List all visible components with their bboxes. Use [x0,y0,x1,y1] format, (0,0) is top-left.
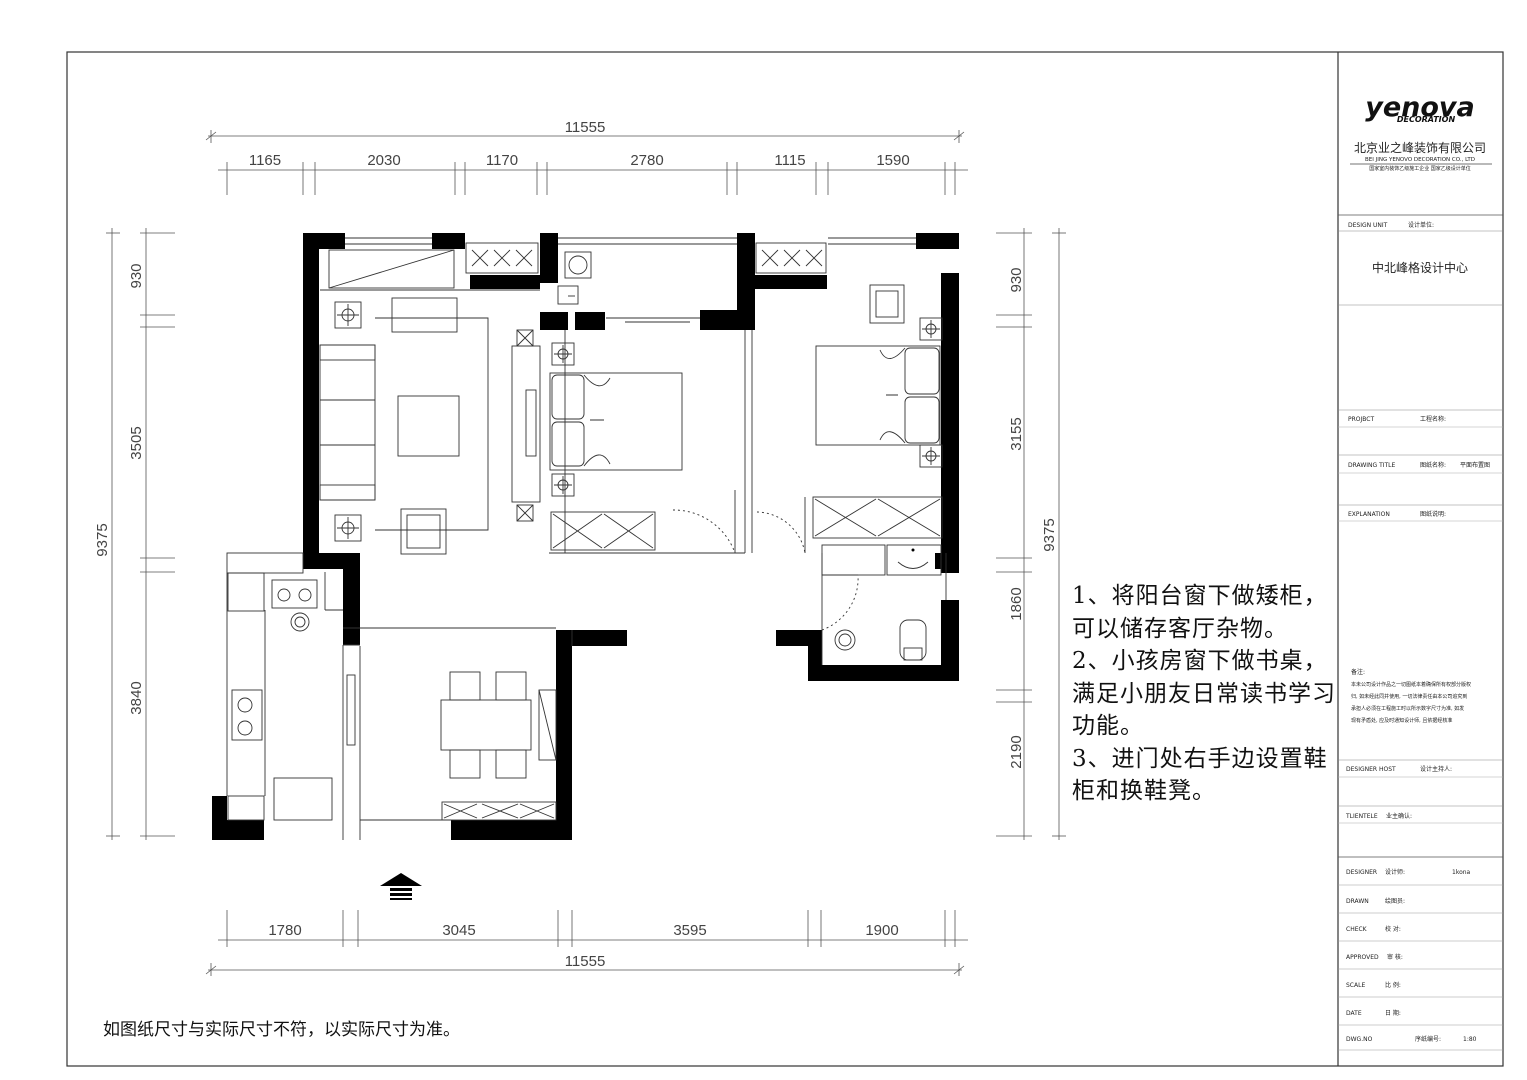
designer-host-label: DESIGNER HOST [1346,766,1396,773]
dim-top: 1165 [249,152,281,169]
dim-left: 3840 [128,681,145,714]
dwg-cn: 序纸编号: [1415,1035,1441,1043]
company-name-cn: 北京业之峰装饰有限公司 [1354,141,1486,155]
client-cn: 业主确认: [1386,812,1412,820]
design-note: 3、进门处右手边设置鞋柜和换鞋凳。 [1072,745,1328,805]
dim-bottom: 1900 [865,922,898,939]
dimension-lines [106,130,1066,976]
footnote: 如图纸尺寸与实际尺寸不符，以实际尺寸为准。 [103,1020,460,1040]
drawing-title-cn: 图纸名称: [1420,461,1446,469]
drawn-cn: 绘图员: [1385,897,1405,905]
logo-sub: DECORATION [1397,115,1456,124]
dim-top: 1115 [774,152,805,169]
dim-right-total: 9375 [1041,518,1058,551]
explanation-cn: 图纸说明: [1420,510,1446,518]
explanation-label: EXPLANATION [1348,511,1390,518]
drawn-label: DRAWN [1346,898,1369,905]
designer-label: DESIGNER [1346,869,1377,876]
dim-top: 1170 [486,152,518,169]
company-name-en: BEI JING YENOVO DECORATION CO., LTD [1365,157,1475,163]
bathroom-fixtures [911,548,915,552]
title-block: yenova DECORATION 北京业之峰装饰有限公司 BEI JING Y… [1338,92,1503,1051]
dim-bottom: 1780 [268,922,301,939]
date-label: DATE [1346,1010,1362,1017]
dim-right: 1860 [1008,587,1025,620]
dim-left-total: 9375 [94,523,111,556]
approved-label: APPROVED [1346,954,1379,961]
dimension-labels: 11555 1165 2030 1170 2780 1115 1590 1780… [94,119,1058,970]
logo-main: yenova [1365,92,1475,123]
entrance-arrow-icon [380,873,422,900]
drawing-title-value: 平面布置图 [1460,461,1490,469]
dim-top: 2030 [367,152,400,169]
dwg-value: 1:80 [1463,1036,1477,1043]
design-notes: 1、将阳台窗下做矮柜，可以储存客厅杂物。 2、小孩房窗下做书桌，满足小朋友日常读… [1072,580,1347,808]
dim-bottom: 3045 [442,922,475,939]
drawing-title-label: DRAWING TITLE [1348,462,1396,469]
remarks-line: 现有矛盾处, 应及时通知设计师, 且依据经核准 [1351,717,1452,724]
design-unit-label: DESIGN UNIT [1348,222,1388,229]
dim-bottom: 3595 [673,922,706,939]
designer-value: 1kona [1452,869,1471,876]
drawing-frame [66,51,1504,1067]
design-unit-value: 中北峰格设计中心 [1372,260,1468,275]
dim-top-total: 11555 [565,119,606,136]
approved-cn: 审 核: [1387,953,1403,961]
scale-cn: 比 例: [1385,981,1401,989]
remarks-line: 承担人必须在工程施工时以所示数字尺寸为准, 如发 [1351,705,1464,712]
interior-linework [226,237,947,840]
dim-bottom-total: 11555 [565,953,606,970]
dim-top: 2780 [630,152,663,169]
design-note: 1、将阳台窗下做矮柜，可以储存客厅杂物。 [1072,583,1328,642]
designer-cn: 设计师: [1385,868,1405,876]
client-label: TLIENTELE [1345,813,1378,820]
designer-host-cn: 设计主持人: [1420,765,1452,773]
dim-top: 1590 [876,152,909,169]
project-label: PROJBCT [1348,416,1374,423]
dim-right: 2190 [1008,735,1025,768]
dwg-label: DWG.NO [1346,1036,1373,1043]
check-label: CHECK [1346,926,1368,933]
company-tagline: 国家室内装饰乙级施工企业 国家乙级设计单位 [1369,165,1471,172]
date-cn: 日 期: [1385,1009,1401,1017]
remarks-head: 备注: [1351,668,1365,676]
remarks-line: 归, 如未经此同并使用, 一切法律责任由本公司追究到 [1351,693,1467,700]
design-unit-cn: 设计单位: [1408,221,1434,229]
check-cn: 校 对: [1385,925,1401,933]
dim-left: 3505 [128,426,145,459]
design-note: 2、小孩房窗下做书桌，满足小朋友日常读书学习功能。 [1072,648,1336,739]
project-cn: 工程名称: [1420,415,1446,423]
scale-label: SCALE [1346,982,1365,989]
remarks-line: 本未公司设计作品之一切图纸本着确保所有权部分版权 [1351,681,1471,688]
dim-right: 930 [1008,267,1025,292]
dim-right: 3155 [1008,417,1025,450]
dim-left: 930 [128,263,145,288]
